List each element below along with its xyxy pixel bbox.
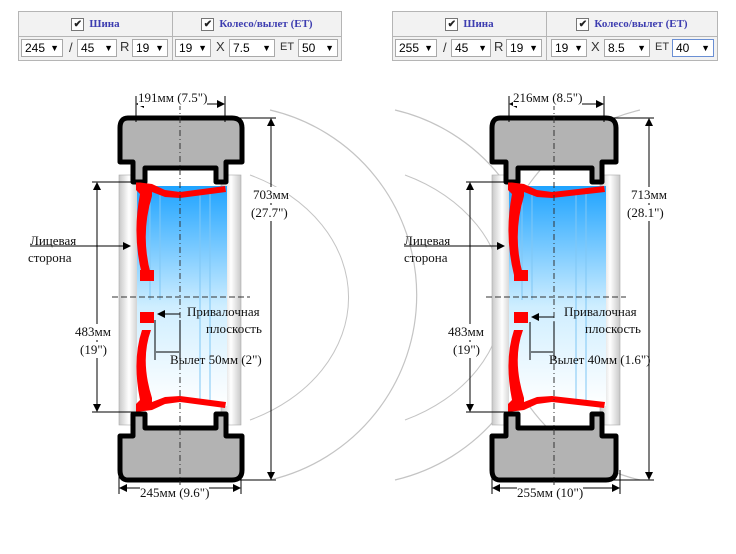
mount-label-line2: плоскость: [585, 321, 641, 336]
left-tire-bottom: [117, 411, 245, 483]
checkbox-icon[interactable]: ✔: [445, 17, 459, 31]
chevron-down-icon: ▼: [701, 43, 710, 53]
right-bottom-width-label: 255мм (10"): [517, 485, 584, 501]
right-rim-diameter-mm: 483мм: [448, 324, 484, 340]
left-rim-diameter-mm: 483мм: [75, 324, 111, 340]
right-outer-diameter-mm: 713мм: [631, 187, 667, 203]
left-wheel-diagram: [30, 96, 418, 494]
right-top-width-label: 216мм (8.5"): [513, 90, 583, 106]
right-tire-header[interactable]: ✔ Шина: [393, 12, 546, 37]
slash-separator: /: [69, 40, 73, 55]
left-profile-select[interactable]: 45▼: [77, 39, 117, 57]
chevron-down-icon: ▼: [424, 43, 433, 53]
left-rim-select[interactable]: 19▼: [132, 39, 168, 57]
x-label: X: [591, 39, 600, 54]
mount-label-line1: Привалочная: [564, 304, 637, 319]
right-tire-width-select[interactable]: 255▼: [395, 39, 437, 57]
chevron-down-icon: ▼: [325, 43, 334, 53]
right-rim-select[interactable]: 19▼: [506, 39, 542, 57]
right-et-select[interactable]: 40▼: [672, 39, 714, 57]
left-outer-diameter-in: (27.7"): [251, 205, 288, 221]
mount-label-line1: Привалочная: [187, 304, 260, 319]
left-offset-label: Вылет 50мм (2"): [170, 352, 262, 367]
right-offset-label: Вылет 40мм (1.6"): [549, 352, 651, 367]
slash-separator: /: [443, 40, 447, 55]
face-label-line2: сторона: [28, 250, 72, 265]
et-label: ET: [655, 41, 670, 53]
left-bottom-width-label: 245мм (9.6"): [140, 485, 210, 501]
chevron-down-icon: ▼: [50, 43, 59, 53]
left-size-panel: ✔ Шина ✔ Колесо/вылет (ET) 245▼ / 45▼ R …: [18, 11, 342, 61]
left-outer-diameter-mm: 703мм: [253, 187, 289, 203]
chevron-down-icon: ▼: [529, 43, 538, 53]
left-tire-header-label: Шина: [89, 18, 120, 30]
left-rim: [136, 182, 226, 412]
left-rim-circle-arc: [249, 174, 350, 421]
right-size-panel: ✔ Шина ✔ Колесо/вылет (ET) 255▼ / 45▼ R …: [392, 11, 718, 61]
right-tire-header-label: Шина: [463, 18, 494, 30]
right-tire-top: [489, 115, 619, 185]
chevron-down-icon: ▼: [574, 43, 583, 53]
chevron-down-icon: ▼: [198, 43, 207, 53]
r-label: R: [494, 39, 504, 54]
left-tire-top: [117, 115, 245, 185]
right-wheel-rim-select[interactable]: 19▼: [551, 39, 587, 57]
et-label: ET: [280, 41, 295, 53]
chevron-down-icon: ▼: [262, 43, 271, 53]
mount-label-line2: плоскость: [206, 321, 262, 336]
face-label-line1: Лицевая: [30, 233, 77, 248]
right-wheel-header[interactable]: ✔ Колесо/вылет (ET): [547, 12, 717, 37]
left-rim-diameter-in: (19"): [80, 342, 107, 358]
left-tire-width-select[interactable]: 245▼: [21, 39, 63, 57]
left-wheel-rim-select[interactable]: 19▼: [175, 39, 211, 57]
checkbox-icon[interactable]: ✔: [201, 17, 215, 31]
chevron-down-icon: ▼: [478, 43, 487, 53]
right-wheel-diagram: [394, 96, 654, 494]
right-wheel-width-select[interactable]: 8.5▼: [604, 39, 650, 57]
left-wheel-width-select[interactable]: 7.5▼: [229, 39, 275, 57]
right-rim-diameter-in: (19"): [453, 342, 480, 358]
face-label-line1: Лицевая: [404, 233, 451, 248]
right-profile-select[interactable]: 45▼: [451, 39, 491, 57]
checkbox-icon[interactable]: ✔: [71, 17, 85, 31]
left-tire-circle-arc: [269, 109, 418, 481]
right-rim: [508, 182, 605, 412]
left-wheel-header[interactable]: ✔ Колесо/вылет (ET): [173, 12, 341, 37]
r-label: R: [120, 39, 130, 54]
chevron-down-icon: ▼: [104, 43, 113, 53]
chevron-down-icon: ▼: [637, 43, 646, 53]
left-top-width-label: 191мм (7.5"): [138, 90, 208, 106]
x-label: X: [216, 39, 225, 54]
right-outer-diameter-in: (28.1"): [627, 205, 664, 221]
chevron-down-icon: ▼: [155, 43, 164, 53]
right-wheel-header-label: Колесо/вылет (ET): [594, 18, 688, 30]
left-et-select[interactable]: 50▼: [298, 39, 338, 57]
left-tire-header[interactable]: ✔ Шина: [19, 12, 172, 37]
face-label-line2: сторона: [404, 250, 448, 265]
checkbox-icon[interactable]: ✔: [576, 17, 590, 31]
left-wheel-header-label: Колесо/вылет (ET): [219, 18, 313, 30]
